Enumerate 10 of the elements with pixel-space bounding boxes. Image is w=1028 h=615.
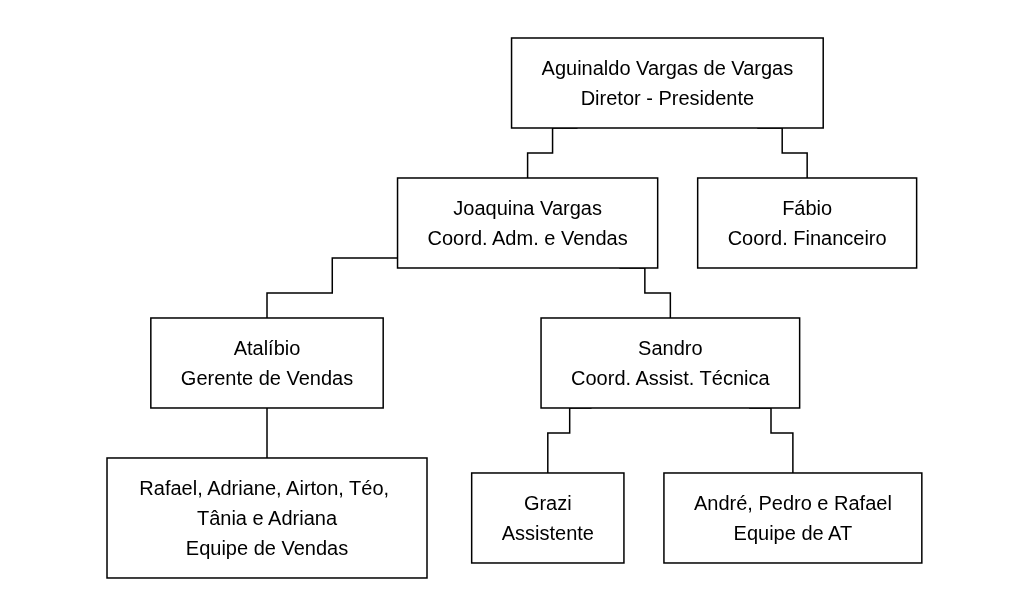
connector [265, 256, 398, 319]
node-box: Sandro Coord. Assist. Técnica [539, 316, 800, 409]
node-box: Atalíbio Gerente de Vendas [149, 316, 384, 409]
node-box: Fábio Coord. Financeiro [696, 176, 917, 269]
node-box: André, Pedro e Rafael Equipe de AT [662, 471, 923, 564]
node-box: Rafael, Adriane, Airton, Téo, Tânia e Adriana Equipe de Vendas [105, 456, 428, 579]
node-box: Joaquina Vargas Coord. Adm. e Vendas [396, 176, 658, 269]
node-box: Grazi Assistente [470, 471, 625, 564]
node-box: Aguinaldo Vargas de Vargas Diretor - Presidente [510, 36, 824, 129]
connector [265, 406, 268, 459]
